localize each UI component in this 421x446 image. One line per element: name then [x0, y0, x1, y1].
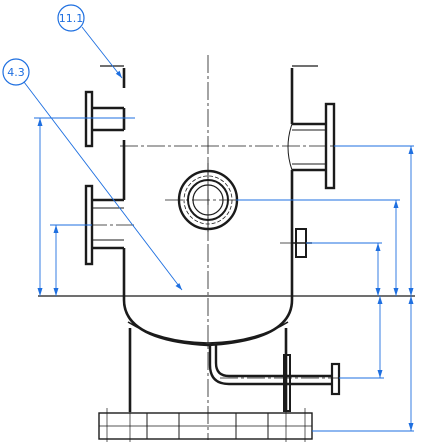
arrow-rn-top — [408, 146, 414, 154]
dimension-arrows — [37, 118, 414, 431]
leader-4-3-arrow — [175, 283, 182, 290]
nozzle-r-intersection-curve — [287, 123, 293, 171]
outlet-pipe-inner — [214, 345, 332, 378]
callout-label: 4.3 — [7, 66, 25, 79]
arrow-ll-bottom — [53, 288, 59, 296]
outlet-pipe-outer — [208, 345, 332, 386]
arrow-ul-top — [37, 118, 43, 126]
arrow-b-top — [408, 296, 414, 304]
callout-bubble-11-1: 11.1 — [57, 4, 85, 32]
arrow-rn-bottom — [408, 288, 414, 296]
nozzle-lu-flange — [84, 90, 94, 148]
front-nozzle-bore-outer — [187, 179, 229, 221]
skirt-opening-ring — [283, 354, 291, 412]
arrow-b-bottom — [408, 423, 414, 431]
callout-circle — [2, 58, 30, 86]
arrow-g-bottom — [375, 288, 381, 296]
leader-4-3 — [23, 81, 183, 291]
arrow-o-bottom — [377, 370, 383, 378]
bottom-outlet-pipe — [208, 345, 341, 412]
support-skirt — [128, 328, 288, 412]
leader-11-1-arrow — [115, 70, 122, 78]
arrow-ul-bottom — [37, 288, 43, 296]
leader-arrows — [115, 70, 182, 290]
callout-circle — [57, 4, 85, 32]
bottom-dish-head — [122, 299, 294, 347]
center-lines — [62, 55, 350, 440]
outlet-flange — [330, 362, 341, 396]
nozzle-left-upper — [84, 90, 124, 148]
vessel-shell — [122, 68, 294, 347]
front-nozzle-bore-inner — [192, 184, 224, 216]
base-plate — [98, 408, 313, 442]
arrow-g-top — [375, 243, 381, 251]
bottom-dish-inner — [127, 321, 289, 344]
arrow-fn-bottom — [393, 288, 399, 296]
callout-leaders — [23, 26, 183, 291]
front-nozzle-bolt-circle — [183, 175, 233, 225]
arrow-o-top — [377, 296, 383, 304]
leader-11-1 — [81, 26, 123, 79]
callout-bubble-4-3: 4.3 — [2, 58, 30, 86]
arrow-fn-top — [393, 200, 399, 208]
callout-label: 11.1 — [59, 12, 84, 25]
arrow-ll-top — [53, 225, 59, 233]
